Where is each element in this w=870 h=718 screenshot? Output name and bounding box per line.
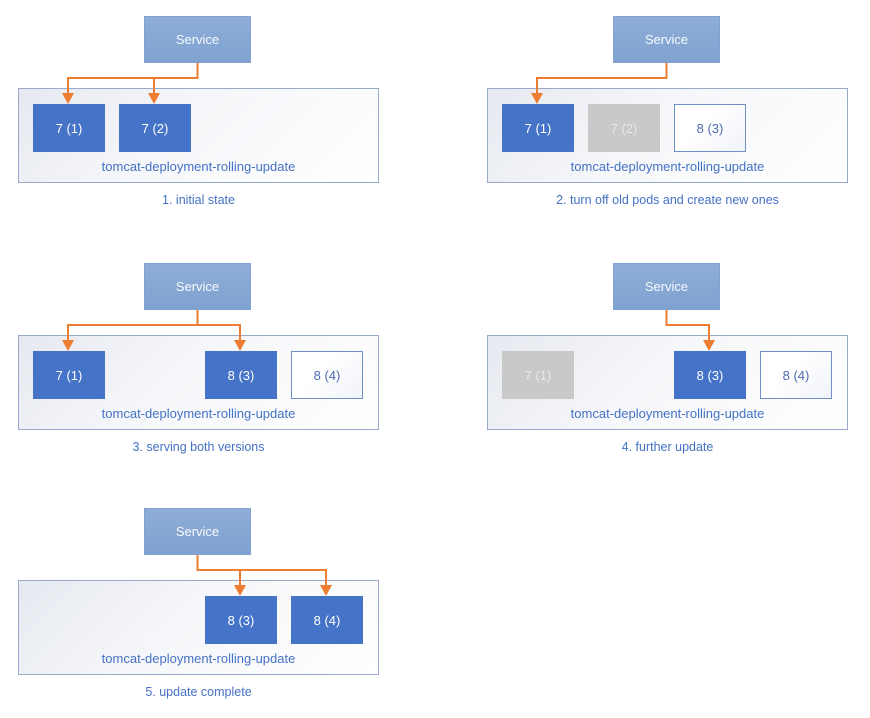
deployment-label: tomcat-deployment-rolling-update <box>570 159 765 174</box>
deployment-box: 7 (1) 8 (3) 8 (4) tomcat-deployment-rolling… <box>18 335 379 430</box>
pod-7-1: 7 (1) <box>502 104 574 152</box>
deployment-label: tomcat-deployment-rolling-update <box>570 406 765 421</box>
pod-7-2: 7 (2) <box>588 104 660 152</box>
stage-caption: 4. further update <box>621 440 714 454</box>
deployment-box: 8 (3) 8 (4) tomcat-deployment-rolling-upda… <box>18 580 379 675</box>
stage-1: Service 7 (1) 7 (2) tomcat-deployment-rolli… <box>18 16 379 226</box>
stage-caption: 1. initial state <box>162 193 235 207</box>
deployment-box: 7 (1) 7 (2) 8 (3) tomcat-deployment-rolling… <box>487 88 848 183</box>
service-box: Service <box>144 508 251 555</box>
stage-4: Service 7 (1) 8 (3) 8 (4) tomcat-deployment-… <box>487 263 848 473</box>
pod-8-4: 8 (4) <box>760 351 832 399</box>
service-box: Service <box>613 263 720 310</box>
deployment-box: 7 (1) 8 (3) 8 (4) tomcat-deployment-rolling… <box>487 335 848 430</box>
pod-8-3: 8 (3) <box>674 104 746 152</box>
stage-3: Service 7 (1) 8 (3) 8 (4) tomcat-deployment-… <box>18 263 379 473</box>
service-box: Service <box>144 16 251 63</box>
pod-8-3: 8 (3) <box>205 351 277 399</box>
pod-7-1: 7 (1) <box>33 104 105 152</box>
pod-7-1: 7 (1) <box>502 351 574 399</box>
pod-8-4: 8 (4) <box>291 351 363 399</box>
pod-8-3: 8 (3) <box>674 351 746 399</box>
pod-8-3: 8 (3) <box>205 596 277 644</box>
stage-caption: 2. turn off old pods and create new ones <box>556 193 779 207</box>
stage-caption: 3. serving both versions <box>132 440 265 454</box>
stage-caption: 5. update complete <box>145 685 252 699</box>
pod-7-1: 7 (1) <box>33 351 105 399</box>
pod-7-2: 7 (2) <box>119 104 191 152</box>
service-box: Service <box>144 263 251 310</box>
deployment-box: 7 (1) 7 (2) tomcat-deployment-rolling-upda… <box>18 88 379 183</box>
pod-8-4: 8 (4) <box>291 596 363 644</box>
deployment-label: tomcat-deployment-rolling-update <box>101 406 296 421</box>
stage-5: Service 8 (3) 8 (4) tomcat-deployment-rolli… <box>18 508 379 718</box>
stage-2: Service 7 (1) 7 (2) 8 (3) tomcat-deployment-… <box>487 16 848 226</box>
deployment-label: tomcat-deployment-rolling-update <box>101 651 296 666</box>
deployment-label: tomcat-deployment-rolling-update <box>101 159 296 174</box>
service-box: Service <box>613 16 720 63</box>
